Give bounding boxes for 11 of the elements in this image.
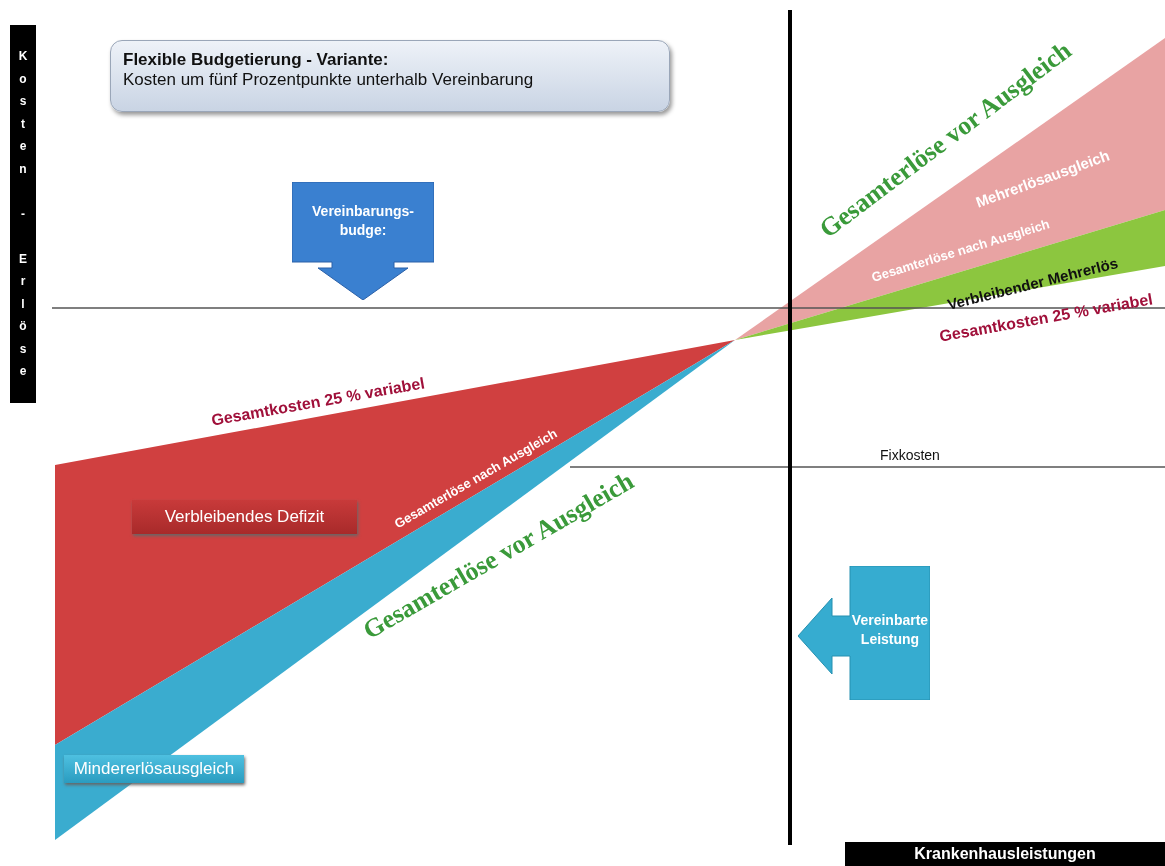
left-arrow-callout: Vereinbarte Leistung [798,566,930,700]
axis-label: Kosten - Erlöse [10,25,36,403]
label-box: Mindererlösausgleich [64,755,244,783]
label-box: Verbleibendes Defizit [132,500,357,534]
line-label: Gesamtkosten 25 % variabel [210,374,427,430]
title-subtitle: Kosten um fünf Prozentpunkte unterhalb Vereinbarung [123,70,534,90]
down-arrow-callout: Vereinbarungs- budge: [292,182,434,300]
title-heading: Flexible Budgetierung - Variante: [123,50,389,70]
axis-label: Krankenhausleistungen [845,842,1165,866]
line-label: Fixkosten [880,447,940,463]
title-box [110,40,670,112]
